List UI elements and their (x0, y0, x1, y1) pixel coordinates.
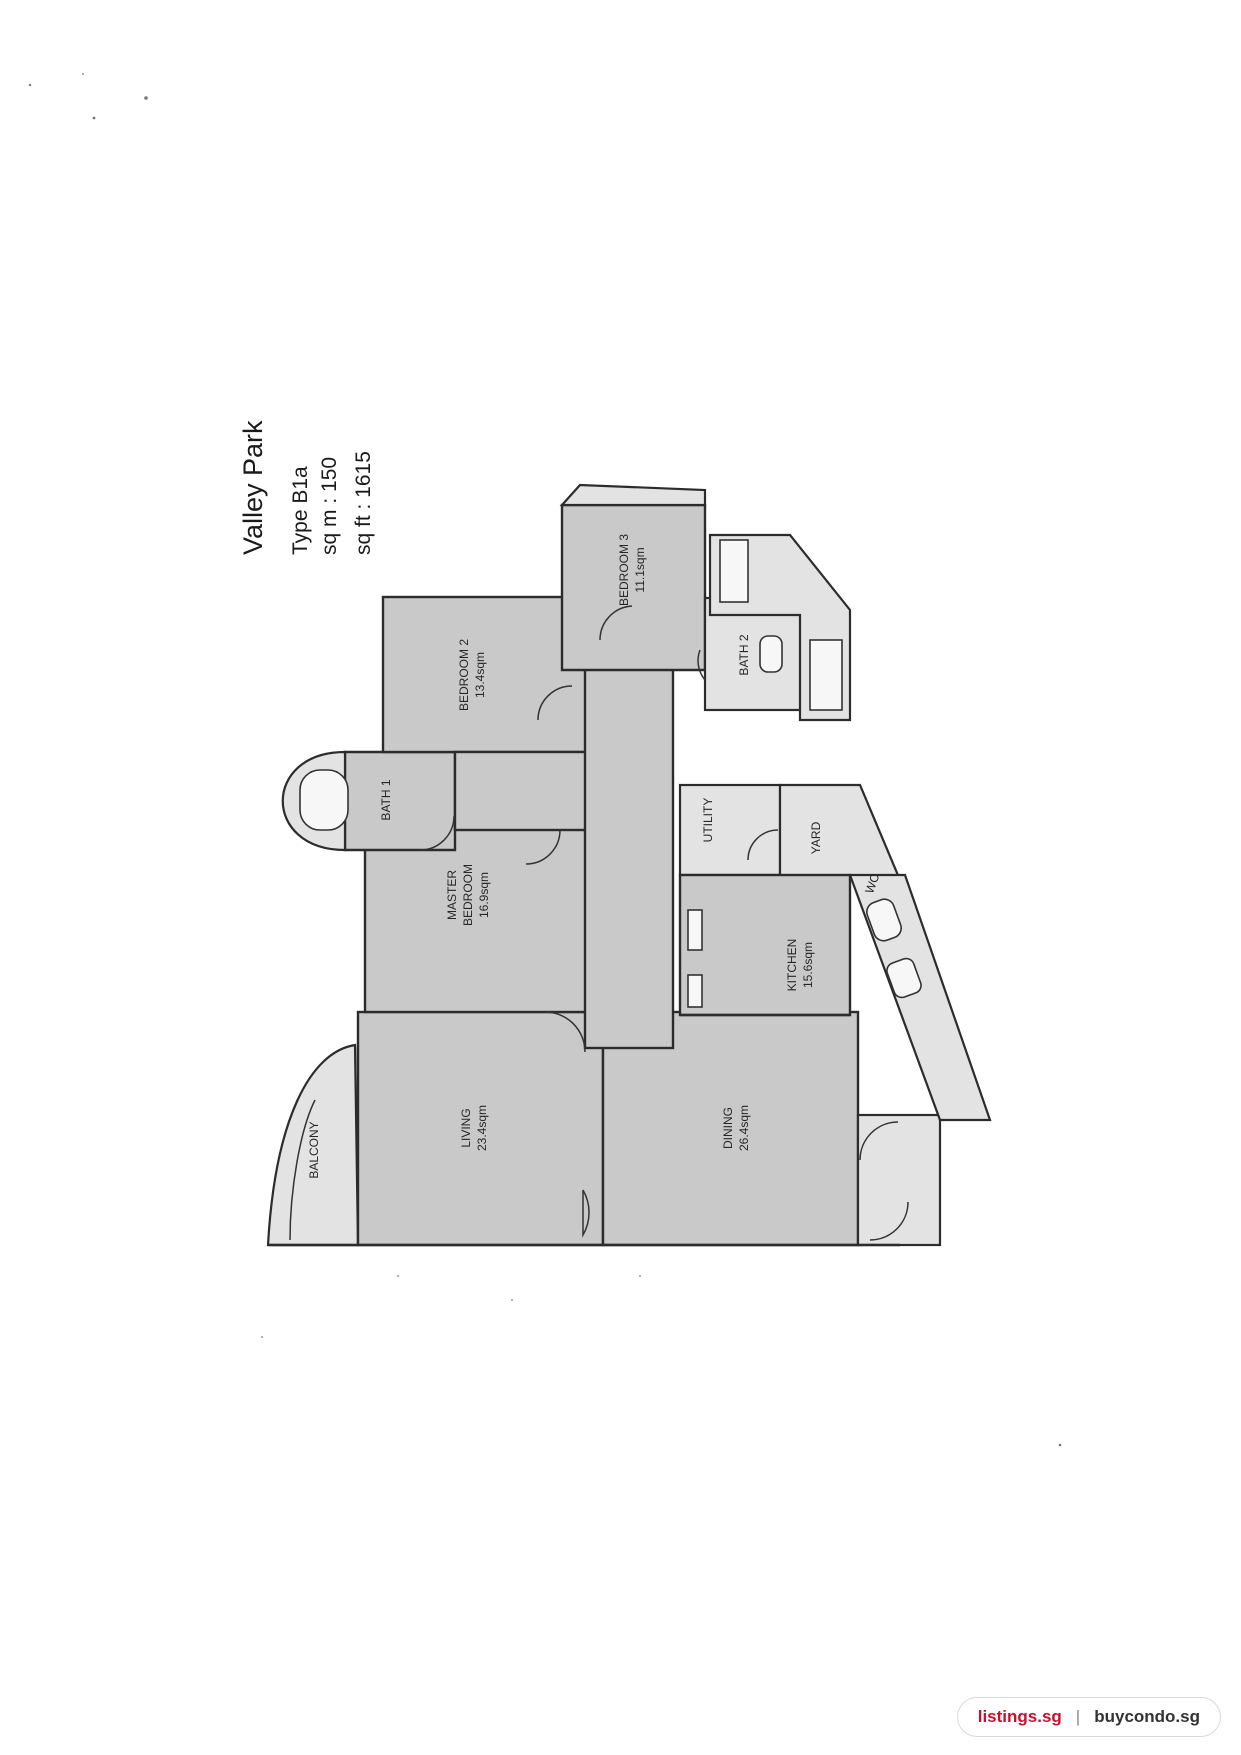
label-dining-area: 26.4sqm (737, 1105, 751, 1151)
room-foyer (856, 1113, 942, 1247)
label-bedroom-3-area: 11.1sqm (633, 547, 647, 592)
label-living: LIVING (459, 1108, 473, 1147)
label-bedroom-3: BEDROOM 3 (617, 534, 631, 606)
room-kitchen (678, 873, 852, 1017)
watermark-separator: | (1075, 1707, 1081, 1726)
scan-specks (28, 73, 1062, 1447)
label-master-bedroom: BEDROOM (461, 864, 475, 926)
watermark-listings[interactable]: listings.sg (977, 1707, 1062, 1726)
label-living-area: 23.4sqm (475, 1105, 489, 1151)
label-bath-2: BATH 2 (737, 634, 751, 675)
title-block: Valley Park Type B1a sq m : 150 sq ft : … (238, 420, 375, 555)
label-master-area: 16.9sqm (477, 872, 491, 918)
project-name: Valley Park (238, 420, 268, 555)
room-living (356, 1010, 605, 1247)
label-bedroom-2-area: 13.4sqm (473, 652, 487, 698)
label-kitchen-area: 15.6sqm (801, 942, 815, 988)
rooms (266, 483, 992, 1247)
label-yard: YARD (809, 821, 823, 854)
room-labels: BALCONY LIVING 23.4sqm DINING 26.4sqm MA… (307, 534, 882, 1179)
area-sqm: sq m : 150 (318, 457, 341, 555)
label-bath-1: BATH 1 (379, 779, 393, 820)
label-balcony: BALCONY (307, 1121, 321, 1178)
area-sqft: sq ft : 1615 (352, 451, 375, 555)
room-utility (678, 783, 782, 877)
label-master: MASTER (445, 870, 459, 920)
room-bath-1 (343, 750, 457, 852)
label-utility: UTILITY (701, 798, 715, 843)
label-bedroom-2: BEDROOM 2 (457, 639, 471, 711)
watermark-buycondo[interactable]: buycondo.sg (1094, 1707, 1200, 1726)
room-corridor (583, 646, 675, 1050)
label-dining: DINING (721, 1107, 735, 1149)
room-dining (601, 1010, 860, 1247)
label-wc: WC (862, 872, 882, 896)
door-swings (289, 605, 909, 1241)
label-kitchen: KITCHEN (785, 939, 799, 992)
site-watermark[interactable]: listings.sg | buycondo.sg (956, 1697, 1221, 1737)
kitchen-fittings (268, 909, 900, 1247)
unit-type: Type B1a (289, 466, 312, 555)
room-yard (778, 783, 902, 882)
